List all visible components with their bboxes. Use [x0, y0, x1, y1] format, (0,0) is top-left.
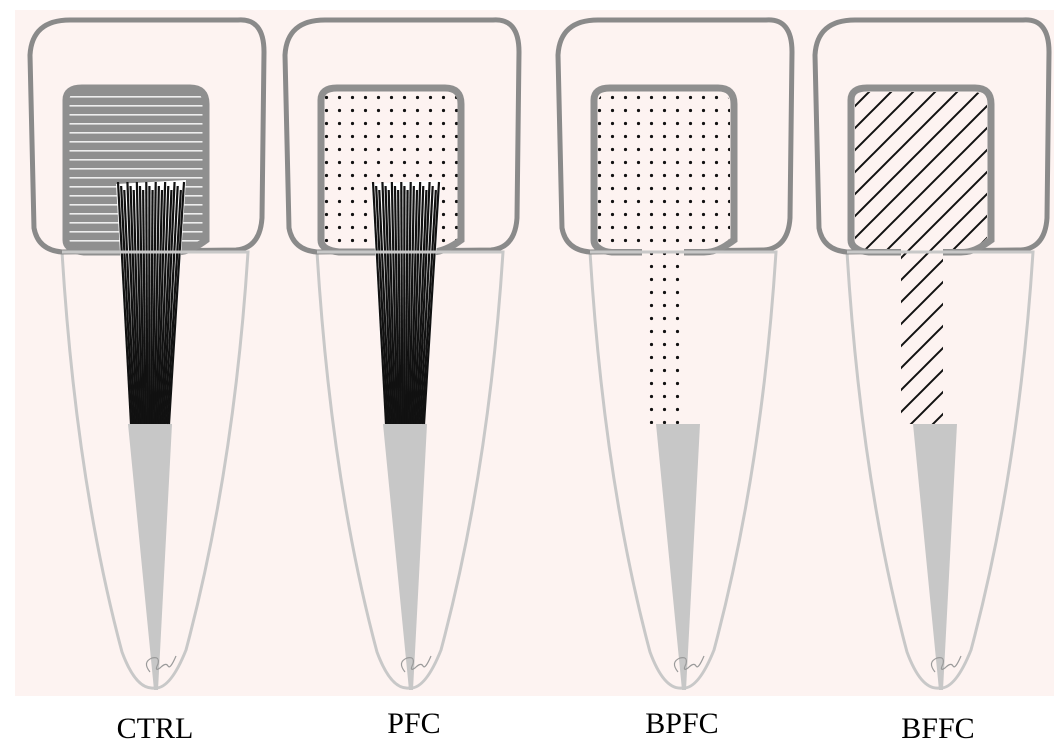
caption-bpfc: BPFC: [645, 707, 718, 740]
canal-filling: [642, 247, 684, 424]
caption-pfc: PFC: [387, 707, 440, 740]
chamber-filling: [598, 92, 730, 249]
caption-ctrl: CTRL: [117, 712, 194, 744]
chamber-filling: [855, 92, 987, 249]
caption-bffc: BFFC: [901, 712, 974, 744]
canal-filling: [901, 247, 943, 424]
